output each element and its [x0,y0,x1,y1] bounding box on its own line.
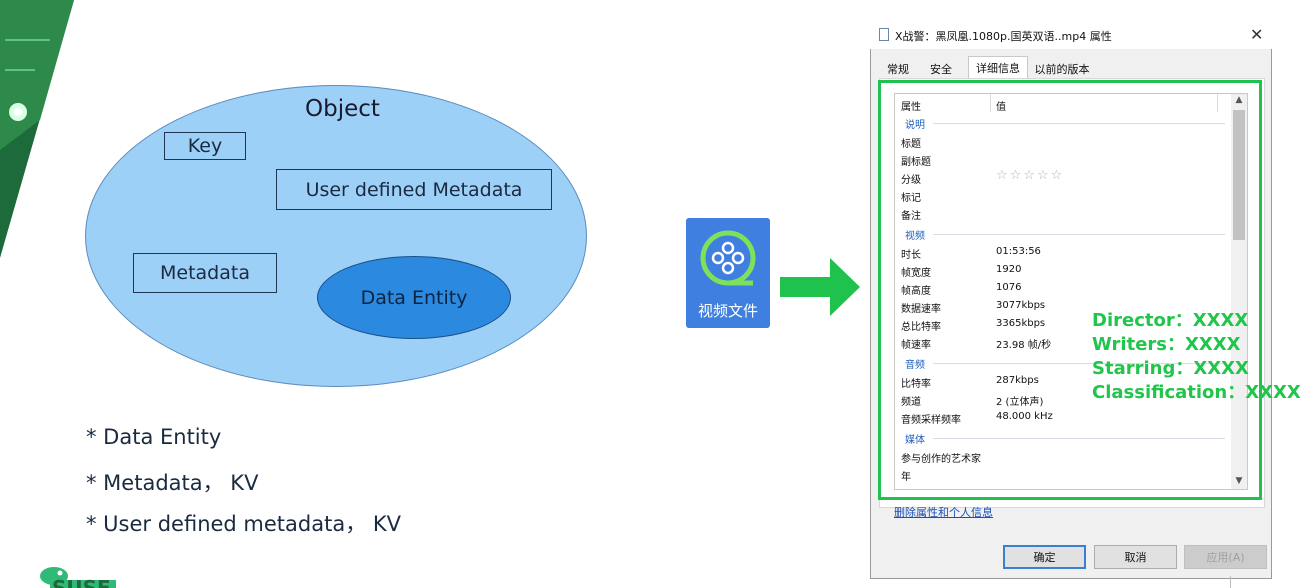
column-header-property[interactable]: 属性 [901,102,921,113]
row-total-bitrate[interactable]: 总比特率 [901,322,941,333]
row-tags[interactable]: 标记 [901,193,921,204]
tab-details[interactable]: 详细信息 [968,56,1028,79]
window-title: X战警：黑凤凰.1080p.国英双语..mp4 属性 [895,30,1112,43]
value-sample-rate: 48.000 kHz [996,411,1053,422]
row-title[interactable]: 标题 [901,139,921,150]
tab-security[interactable]: 安全 [930,62,952,76]
remove-properties-link[interactable]: 删除属性和个人信息 [894,506,993,519]
row-channels[interactable]: 频道 [901,397,921,408]
row-frame-height[interactable]: 帧高度 [901,286,931,297]
row-frame-width[interactable]: 帧宽度 [901,268,931,279]
film-reel-icon [700,230,756,286]
value-data-rate: 3077kbps [996,300,1046,311]
annotation-writers: Writers：XXXX [1092,334,1241,355]
row-subtitle[interactable]: 副标题 [901,157,931,168]
window-titlebar [870,21,1272,49]
row-bitrate[interactable]: 比特率 [901,379,931,390]
annotation-director: Director：XXXX [1092,310,1249,331]
property-list[interactable]: 属性 值 说明 标题 副标题 分级 ☆☆☆☆☆ 标记 备注 视频 时长 01:5… [894,93,1248,490]
value-channels: 2 (立体声) [996,397,1044,408]
object-title: Object [305,96,380,122]
bullet-item: * Metadata， KV [86,471,259,495]
row-length[interactable]: 时长 [901,250,921,261]
user-defined-metadata-box: User defined Metadata [276,169,552,210]
row-frame-rate[interactable]: 帧速率 [901,340,931,351]
section-audio: 音频 [905,360,925,371]
section-description: 说明 [905,120,925,131]
value-bitrate: 287kbps [996,375,1039,386]
data-entity-ellipse: Data Entity [317,256,511,339]
apply-button[interactable]: 应用(A) [1184,545,1267,569]
object-ellipse [85,85,587,387]
scroll-down-icon[interactable]: ▼ [1235,476,1243,486]
value-frame-width: 1920 [996,264,1022,275]
highlight-frame [878,80,1262,500]
row-sample-rate[interactable]: 音频采样频率 [901,415,961,426]
value-length: 01:53:56 [996,246,1041,257]
key-box: Key [164,132,246,160]
tab-previous-versions[interactable]: 以前的版本 [1034,62,1090,76]
svg-text:SUSE: SUSE [52,576,111,588]
suse-logo: SUSE [40,567,116,588]
section-media: 媒体 [905,435,925,446]
section-divider [933,123,1225,124]
ok-button[interactable]: 确定 [1003,545,1086,569]
row-data-rate[interactable]: 数据速率 [901,304,941,315]
scrollbar-thumb[interactable] [1233,110,1245,240]
video-file-label: 视频文件 [697,302,758,320]
annotation-classification: Classification：XXXX [1092,382,1301,403]
tab-general[interactable]: 常规 [887,62,909,76]
scroll-up-icon[interactable]: ▲ [1235,95,1243,105]
section-divider [933,234,1225,235]
rating-stars[interactable]: ☆☆☆☆☆ [996,168,1065,183]
file-icon [879,28,889,41]
row-contributing-artists[interactable]: 参与创作的艺术家 [901,454,981,465]
value-frame-height: 1076 [996,282,1022,293]
slide-divider [1230,576,1231,588]
cancel-button[interactable]: 取消 [1094,545,1177,569]
bullet-item: * Data Entity [86,425,222,449]
section-divider [933,438,1225,439]
bullet-item: * User defined metadata， KV [86,512,402,536]
section-divider [933,363,1225,364]
right-arrow-icon [780,258,860,316]
annotation-starring: Starring：XXXX [1092,358,1249,379]
value-frame-rate: 23.98 帧/秒 [996,340,1052,351]
row-year[interactable]: 年 [901,472,911,483]
decorative-circuit-strip [0,0,74,258]
section-video: 视频 [905,231,925,242]
column-header-value[interactable]: 值 [996,102,1006,113]
close-icon[interactable]: ✕ [1250,25,1264,44]
value-total-bitrate: 3365kbps [996,318,1046,329]
column-divider[interactable] [990,94,991,112]
row-rating[interactable]: 分级 [901,175,921,186]
row-comments[interactable]: 备注 [901,211,921,222]
column-divider[interactable] [1217,94,1218,112]
metadata-box: Metadata [133,253,277,293]
